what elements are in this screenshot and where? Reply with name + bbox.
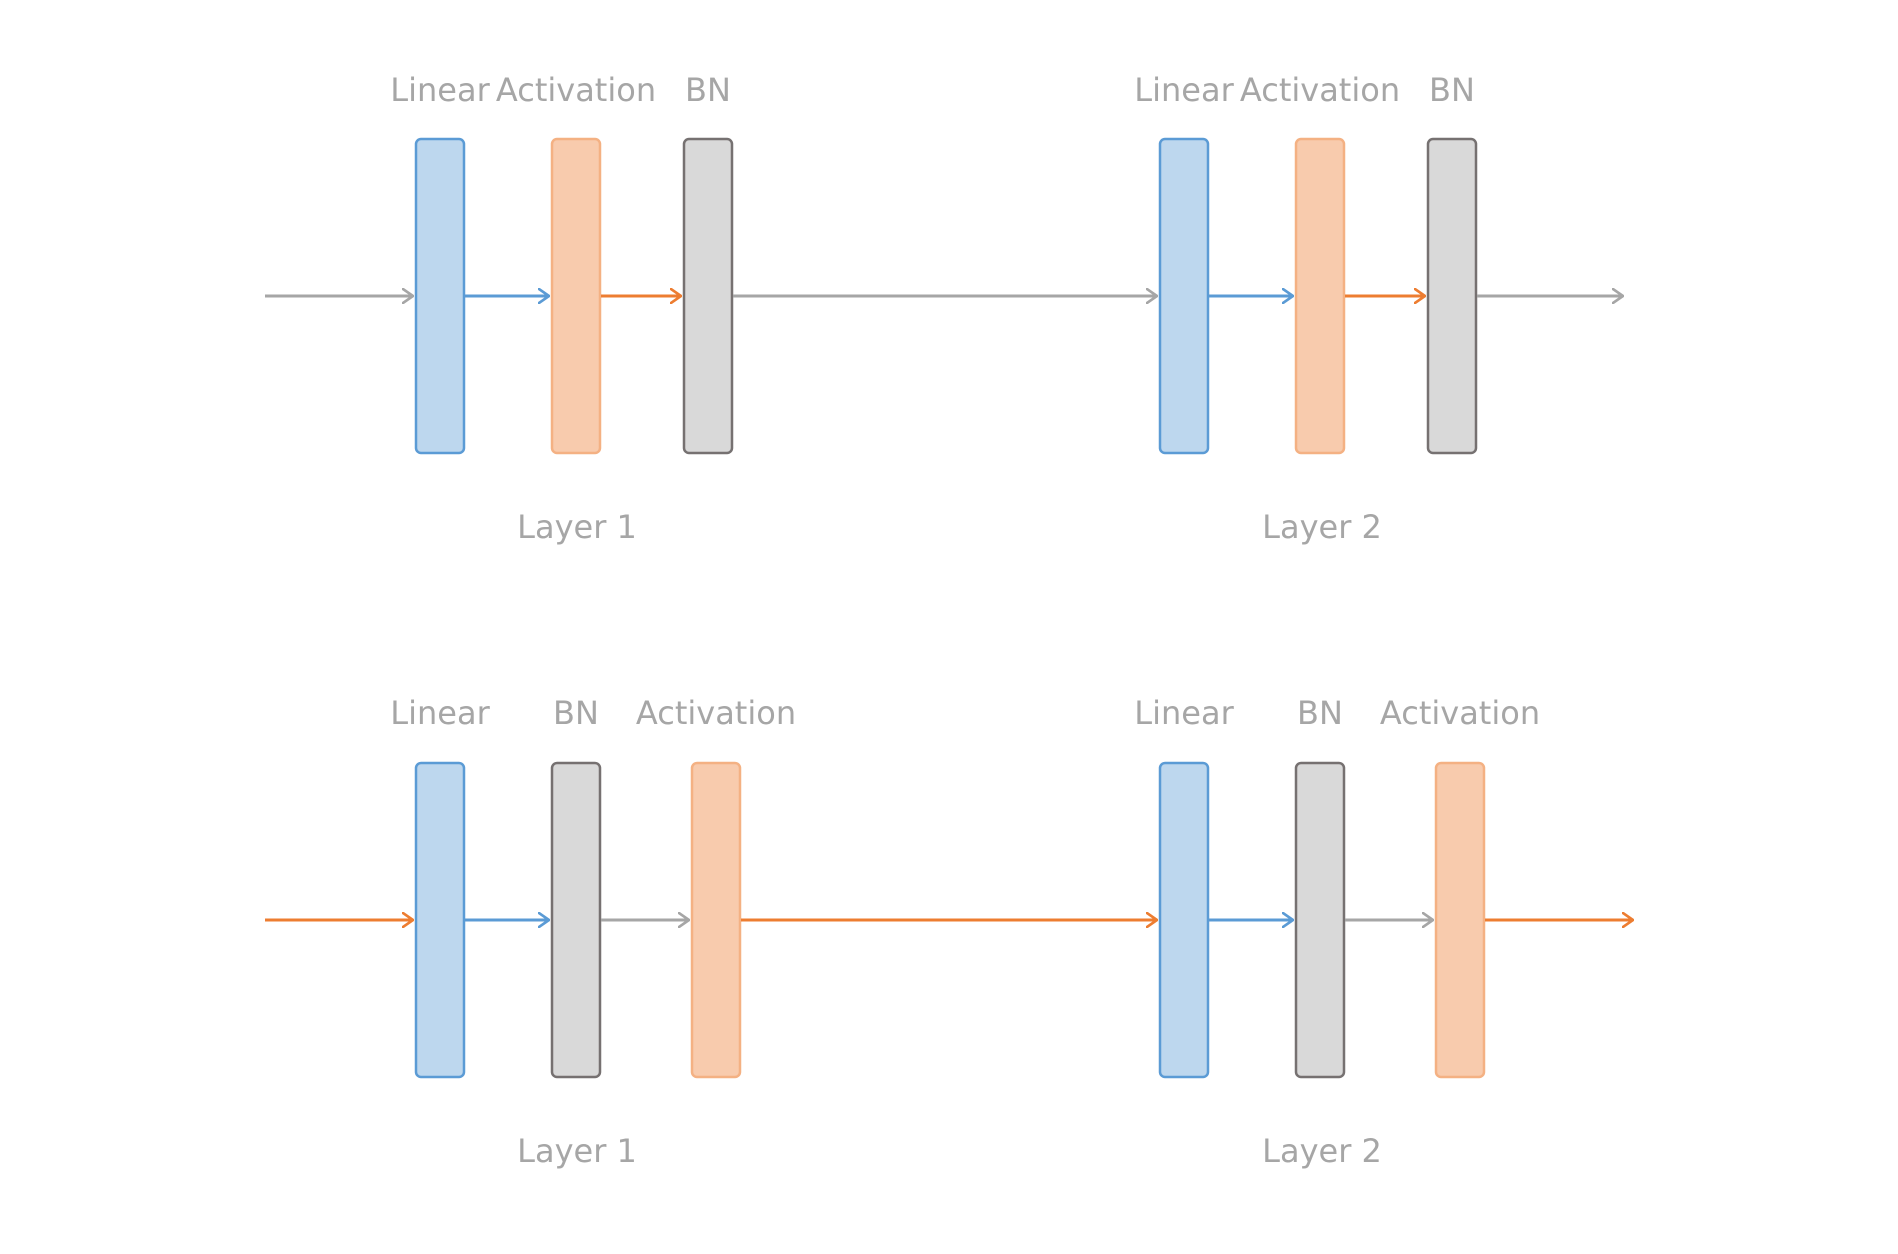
linear-block bbox=[1158, 137, 1210, 455]
linear-label: Linear bbox=[1134, 71, 1234, 109]
bn-label: BN bbox=[685, 71, 731, 109]
linear-label: Linear bbox=[390, 694, 490, 732]
bn-label: BN bbox=[553, 694, 599, 732]
bn-block bbox=[1294, 761, 1346, 1079]
layer-label: Layer 2 bbox=[1262, 508, 1382, 546]
linear-label: Linear bbox=[390, 71, 490, 109]
activation-block bbox=[690, 761, 742, 1079]
activation-block bbox=[550, 137, 602, 455]
activation-label: Activation bbox=[496, 71, 656, 109]
activation-label: Activation bbox=[636, 694, 796, 732]
bn-block bbox=[682, 137, 734, 455]
linear-block bbox=[414, 761, 466, 1079]
activation-block bbox=[1294, 137, 1346, 455]
activation-label: Activation bbox=[1380, 694, 1540, 732]
linear-label: Linear bbox=[1134, 694, 1234, 732]
bn-block bbox=[550, 761, 602, 1079]
bn-label: BN bbox=[1429, 71, 1475, 109]
activation-label: Activation bbox=[1240, 71, 1400, 109]
linear-block bbox=[414, 137, 466, 455]
layer-label: Layer 2 bbox=[1262, 1132, 1382, 1170]
layer-label: Layer 1 bbox=[517, 1132, 637, 1170]
layer-label: Layer 1 bbox=[517, 508, 637, 546]
activation-block bbox=[1434, 761, 1486, 1079]
bn-block bbox=[1426, 137, 1478, 455]
linear-block bbox=[1158, 761, 1210, 1079]
bn-label: BN bbox=[1297, 694, 1343, 732]
